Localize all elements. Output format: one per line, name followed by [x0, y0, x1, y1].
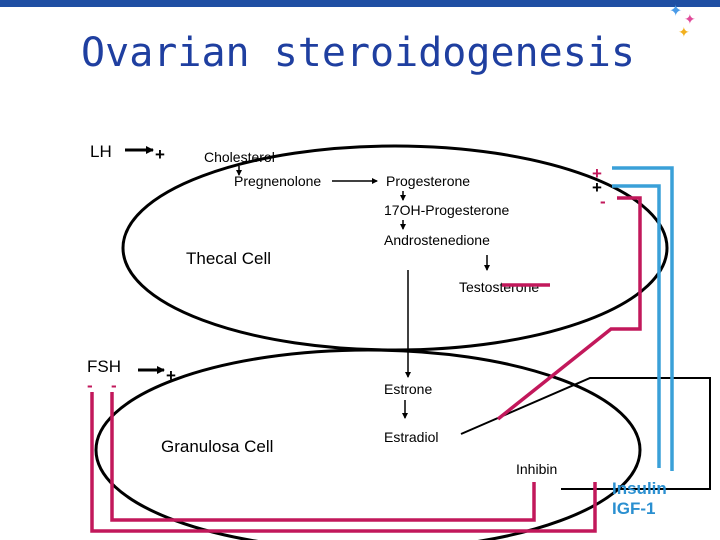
fsh-label: FSH — [87, 357, 121, 376]
estrone-label: Estrone — [384, 381, 432, 397]
granulosa-cell-label: Granulosa Cell — [161, 437, 273, 456]
pregnenolone-label: Pregnenolone — [234, 173, 321, 189]
insulin-pathway-line — [612, 184, 661, 468]
estrogen-fsh-feedback-line — [90, 392, 597, 533]
lh-plus-sign: + — [155, 145, 165, 164]
17oh-progesterone-label: 17OH-Progesterone — [384, 202, 510, 218]
thecal-cell-label: Thecal Cell — [186, 249, 271, 268]
cholesterol-label: Cholesterol — [204, 149, 275, 165]
igf1-pathway-line — [612, 166, 674, 471]
page-title: Ovarian steroidogenesis — [81, 30, 635, 76]
androstenedione-label: Androstenedione — [384, 232, 490, 248]
star-pink-icon: ✦ — [684, 11, 696, 27]
fsh-minus-sign-1: - — [87, 376, 93, 395]
insulin-label: Insulin — [612, 479, 667, 498]
estradiol-negative-feedback-line — [496, 196, 642, 421]
igf1-label: IGF-1 — [612, 499, 655, 518]
testosterone-label: Testosterone — [459, 279, 539, 295]
decorative-stars-icon: ✦ ✦ ✦ — [669, 3, 696, 40]
progesterone-minus-sign: - — [600, 192, 606, 211]
granulosa-cell-membrane — [94, 348, 642, 540]
lh-label: LH — [90, 142, 112, 161]
star-yellow-icon: ✦ — [678, 24, 690, 40]
progesterone-plus-sign-2: + — [592, 178, 602, 197]
inhibin-feedback-line — [110, 392, 536, 522]
fsh-plus-sign: + — [166, 366, 176, 385]
progesterone-plus-sign-1: + — [592, 164, 602, 183]
star-blue-icon: ✦ — [669, 3, 682, 20]
top-accent-bar — [0, 0, 720, 7]
estradiol-label: Estradiol — [384, 429, 438, 445]
fsh-minus-sign-2: - — [111, 376, 117, 395]
progesterone-label: Progesterone — [386, 173, 470, 189]
inhibin-label: Inhibin — [516, 461, 557, 477]
estradiol-feedback-line — [460, 377, 711, 490]
